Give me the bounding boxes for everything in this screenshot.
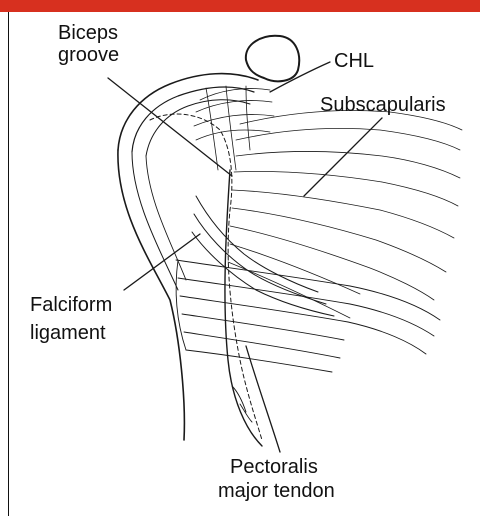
rotator-cuff-fibers bbox=[194, 86, 274, 170]
pectoralis-band bbox=[176, 260, 440, 372]
leader-subscapularis bbox=[304, 118, 382, 196]
label-biceps: Biceps bbox=[58, 22, 118, 44]
bicipital-arch bbox=[118, 74, 258, 150]
label-ligament: ligament bbox=[30, 322, 106, 344]
label-major-tendon: major tendon bbox=[218, 480, 335, 502]
label-chl: CHL bbox=[334, 50, 374, 72]
leader-biceps bbox=[108, 78, 232, 176]
label-pectoralis: Pectoralis bbox=[230, 456, 318, 478]
leader-lines bbox=[108, 62, 382, 452]
leader-pectoralis bbox=[246, 346, 280, 452]
humeral-head bbox=[246, 36, 299, 82]
biceps-tendon bbox=[150, 114, 262, 440]
label-falciform: Falciform bbox=[30, 294, 112, 316]
label-subscapularis: Subscapularis bbox=[320, 94, 446, 116]
label-groove: groove bbox=[58, 44, 119, 66]
subscapularis-fibers bbox=[228, 111, 462, 319]
humeral-shaft-left bbox=[118, 150, 184, 440]
leader-chl bbox=[270, 62, 330, 92]
